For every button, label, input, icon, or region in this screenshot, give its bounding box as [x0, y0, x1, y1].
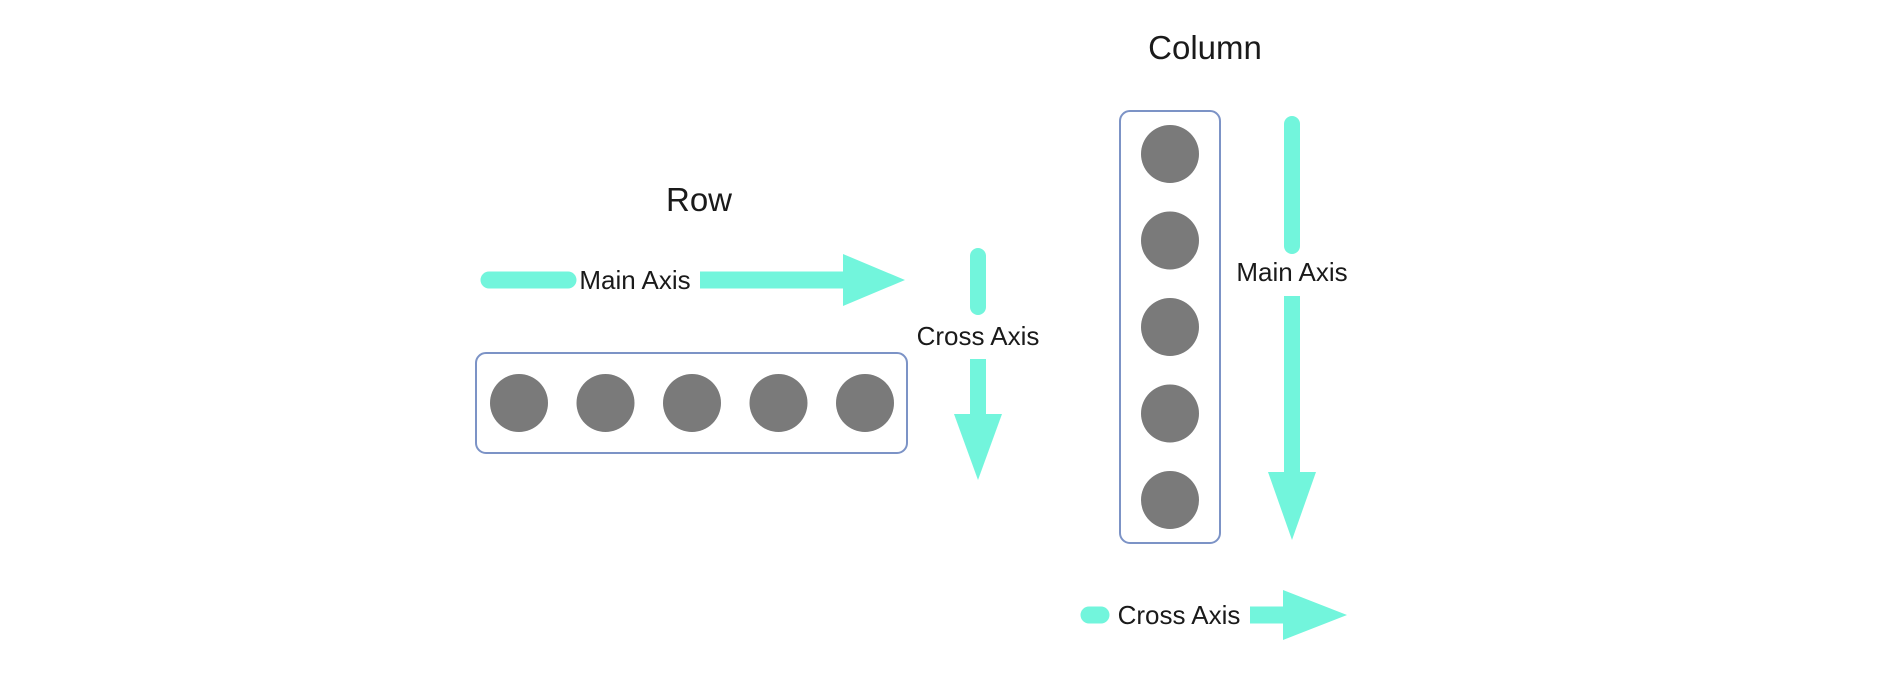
row-title: Row	[666, 181, 732, 218]
column-title: Column	[1148, 29, 1262, 66]
column-item-circle-4	[1141, 384, 1199, 443]
row-cross-axis-label: Cross Axis	[917, 321, 1040, 351]
row-main-axis-arrow: Main Axis	[480, 254, 905, 306]
column-item-circle-3	[1141, 298, 1199, 356]
column-item-circle-5	[1141, 471, 1199, 529]
column-item-circle-1	[1141, 125, 1199, 183]
row-cross-axis-arrowhead	[954, 414, 1002, 480]
row-main-axis-arrowhead	[843, 254, 905, 306]
row-item-circle-5	[836, 374, 894, 432]
row-items	[490, 374, 894, 432]
column-item-circle-2	[1141, 211, 1199, 270]
row-item-circle-2	[576, 374, 635, 432]
row-main-axis-label: Main Axis	[579, 265, 690, 295]
row-item-circle-4	[749, 374, 808, 432]
column-cross-axis-label: Cross Axis	[1118, 600, 1241, 630]
column-cross-axis-arrowhead	[1283, 590, 1347, 640]
column-diagram: Column Main Axis Cross Axis	[1080, 29, 1348, 640]
row-item-circle-1	[490, 374, 548, 432]
row-cross-axis-arrow: Cross Axis	[917, 248, 1040, 480]
column-cross-axis-arrow: Cross Axis	[1080, 590, 1347, 640]
column-main-axis-arrowhead	[1268, 472, 1316, 540]
column-main-axis-label: Main Axis	[1236, 257, 1347, 287]
column-items	[1141, 125, 1199, 529]
row-diagram: Row Main Axis Cross Axis	[475, 181, 1040, 480]
row-item-circle-3	[663, 374, 721, 432]
column-main-axis-arrow: Main Axis	[1236, 116, 1348, 540]
